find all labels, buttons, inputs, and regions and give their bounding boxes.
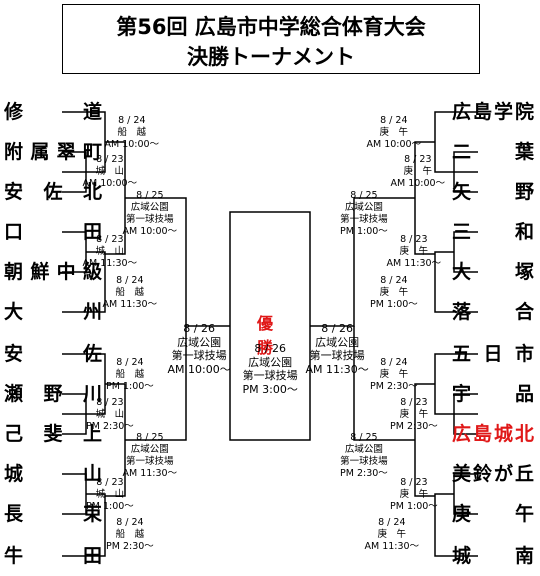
bracket-line bbox=[353, 326, 415, 441]
team-left-11: 長 束 bbox=[4, 503, 102, 525]
team-left-2: 附属翠町 bbox=[4, 141, 102, 163]
champion-label: 優 勝 bbox=[256, 314, 310, 357]
team-left-5: 朝鮮中級 bbox=[4, 261, 102, 283]
team-right-2: 二 葉 bbox=[452, 141, 534, 163]
team-right-10: 美鈴が丘 bbox=[452, 463, 534, 485]
team-right-8: 宇 品 bbox=[452, 383, 534, 405]
final-line bbox=[229, 326, 311, 441]
bracket-line bbox=[453, 151, 478, 193]
team-right-1: 広島学院 bbox=[452, 101, 534, 123]
team-left-9: 己斐上 bbox=[4, 423, 102, 445]
bracket-line bbox=[453, 393, 478, 435]
page-subtitle: 決勝トーナメント bbox=[187, 45, 355, 69]
bracket-line bbox=[125, 326, 187, 441]
bracket-line bbox=[62, 493, 106, 557]
team-right-6: 落 合 bbox=[452, 301, 534, 323]
team-right-9-winner: 広島城北 bbox=[452, 423, 534, 445]
bracket-line bbox=[62, 393, 87, 435]
bracket-line bbox=[434, 493, 478, 557]
team-left-10: 城 山 bbox=[4, 463, 102, 485]
bracket-line bbox=[434, 251, 478, 313]
team-right-12: 城 南 bbox=[452, 545, 534, 567]
team-right-7: 五日市 bbox=[452, 343, 534, 365]
team-right-4: 三 和 bbox=[452, 221, 534, 243]
team-right-11: 庚 午 bbox=[452, 503, 534, 525]
bracket-line bbox=[62, 151, 87, 193]
team-left-6: 大 州 bbox=[4, 301, 102, 323]
page-title: 第56回 広島市中学総合体育大会 bbox=[116, 15, 426, 39]
team-left-12: 牛 田 bbox=[4, 545, 102, 567]
bracket-line bbox=[125, 197, 230, 327]
team-left-1: 修 道 bbox=[4, 101, 102, 123]
team-right-3: 矢 野 bbox=[452, 181, 534, 203]
team-left-7: 安 佐 bbox=[4, 343, 102, 365]
team-right-5: 大 塚 bbox=[452, 261, 534, 283]
bracket-line bbox=[62, 251, 106, 313]
final-line bbox=[229, 211, 311, 326]
bracket-line bbox=[310, 197, 415, 327]
team-left-3: 安佐北 bbox=[4, 181, 102, 203]
title-box: 第56回 広島市中学総合体育大会 決勝トーナメント bbox=[62, 4, 480, 74]
team-left-8: 瀬野川 bbox=[4, 383, 102, 405]
team-left-4: 口 田 bbox=[4, 221, 102, 243]
